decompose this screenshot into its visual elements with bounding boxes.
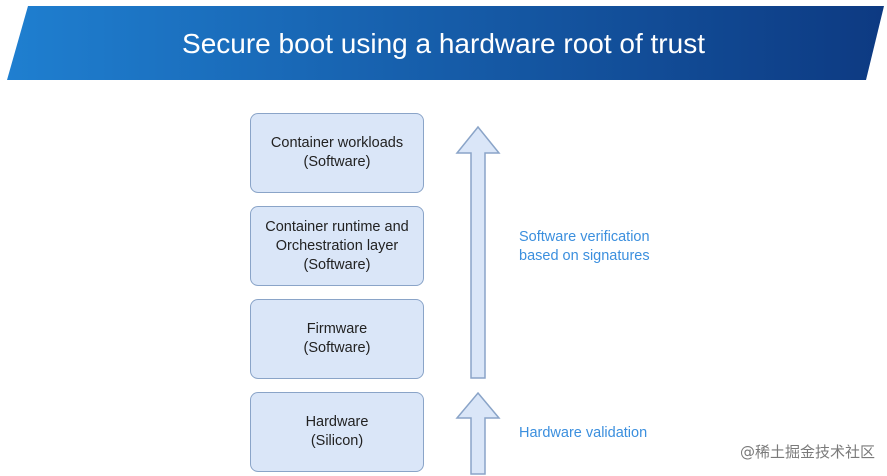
software-verification-label: Software verification based on signature… bbox=[519, 228, 650, 266]
title-banner: Secure boot using a hardware root of tru… bbox=[0, 0, 887, 85]
box-container-workloads: Container workloads (Software) bbox=[250, 113, 424, 193]
slide-title: Secure boot using a hardware root of tru… bbox=[182, 28, 705, 59]
annotation-line: Software verification bbox=[519, 229, 650, 245]
box-label: Hardware bbox=[305, 414, 369, 430]
box-label-line2: Orchestration layer bbox=[275, 237, 399, 254]
title-banner-background bbox=[7, 6, 884, 80]
box-label: Firmware bbox=[306, 321, 368, 337]
watermark: @稀土掘金技术社区 bbox=[739, 443, 875, 461]
box-hardware: Hardware (Silicon) bbox=[250, 392, 424, 472]
box-sublabel: (Software) bbox=[303, 256, 371, 273]
annotation-line: based on signatures bbox=[519, 248, 650, 264]
box-sublabel: (Silicon) bbox=[310, 433, 364, 449]
box-label: Container runtime and bbox=[265, 218, 409, 235]
box-sublabel: (Software) bbox=[303, 340, 371, 356]
hardware-validation-arrow bbox=[455, 391, 501, 475]
box-sublabel: (Software) bbox=[303, 154, 371, 170]
box-firmware: Firmware (Software) bbox=[250, 299, 424, 379]
box-label: Container workloads bbox=[270, 135, 404, 151]
box-container-runtime: Container runtime and Orchestration laye… bbox=[250, 206, 424, 286]
hardware-validation-label: Hardware validation bbox=[519, 425, 648, 441]
software-verification-arrow bbox=[455, 125, 501, 379]
